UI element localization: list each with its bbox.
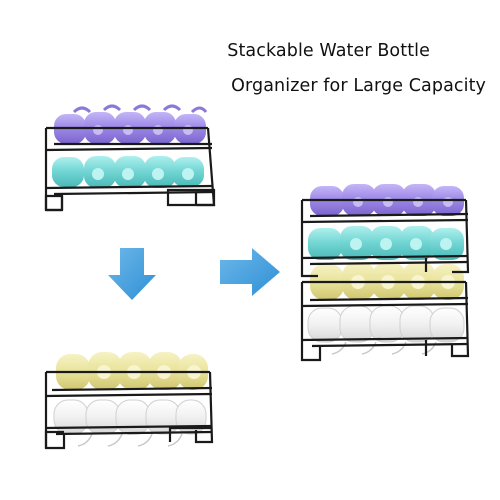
bottle-row-white <box>307 305 465 355</box>
bottle-row-purple <box>54 104 208 144</box>
bottle-row-teal <box>308 226 464 260</box>
headline-line-2: Organizer for Large Capacity <box>231 76 486 96</box>
rack-frame <box>44 126 216 212</box>
rack-top-left <box>44 104 216 212</box>
arrow-right-icon <box>220 248 280 296</box>
bottle-row-teal <box>52 156 204 188</box>
arrow-down-icon <box>108 248 156 300</box>
bottle-row-white <box>53 399 207 447</box>
headline-line-1: Stackable Water Bottle <box>227 41 430 61</box>
rack-stacked-right <box>300 184 470 362</box>
rack-frame <box>44 370 214 450</box>
rack-frame <box>300 198 470 362</box>
rack-bottom-left <box>44 352 214 450</box>
